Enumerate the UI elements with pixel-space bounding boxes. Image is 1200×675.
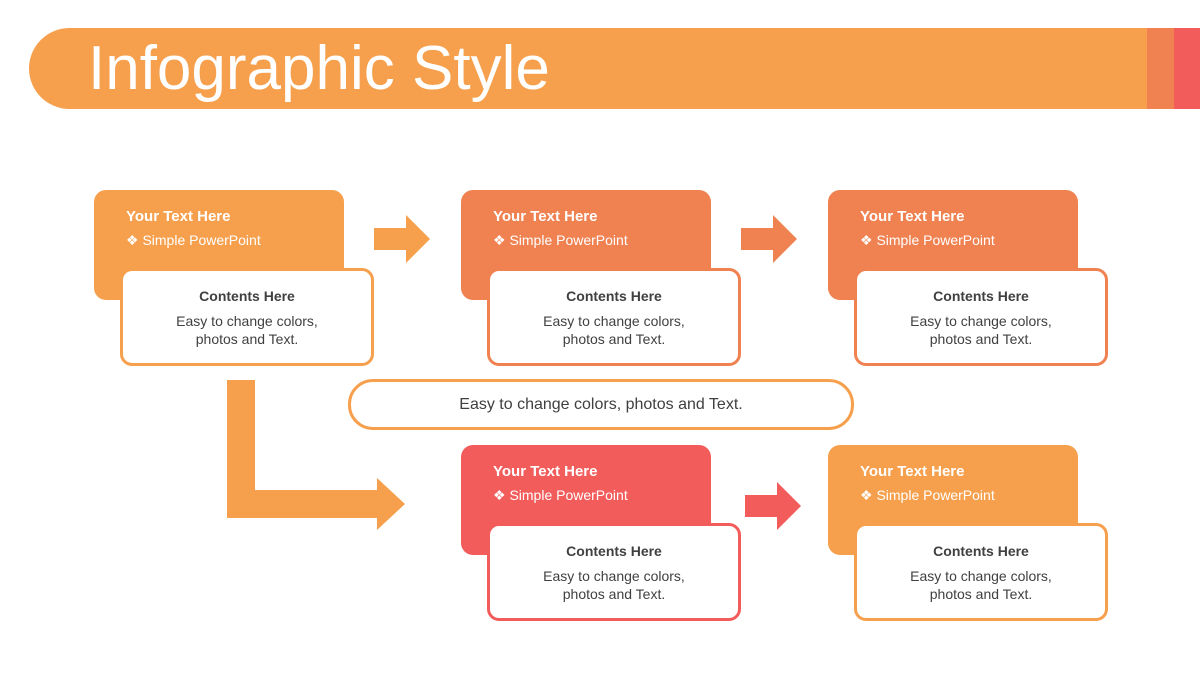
- content-line-2: photos and Text.: [195, 331, 299, 347]
- step-card-subtitle: ❖ Simple PowerPoint: [860, 232, 995, 248]
- center-banner: Easy to change colors, photos and Text.: [348, 379, 854, 430]
- title-accent-stripe-red: [1174, 28, 1200, 109]
- bent-arrow-icon: [227, 380, 405, 530]
- right-arrow-icon: [374, 215, 430, 263]
- right-arrow-icon: [745, 482, 801, 530]
- step-card-5: Your Text Here ❖ Simple PowerPoint Conte…: [828, 445, 1108, 621]
- step-card-subtitle: ❖ Simple PowerPoint: [860, 487, 995, 503]
- content-line-1: Easy to change colors,: [910, 313, 1052, 329]
- step-card-2: Your Text Here ❖ Simple PowerPoint Conte…: [461, 190, 741, 366]
- step-card-content: Contents Here Easy to change colors, phot…: [854, 268, 1108, 366]
- content-line-2: photos and Text.: [562, 586, 666, 602]
- content-text: Easy to change colors, photos and Text.: [877, 312, 1085, 348]
- step-card-content: Contents Here Easy to change colors, phot…: [120, 268, 374, 366]
- content-title: Contents Here: [933, 543, 1029, 559]
- title-accent-stripe: [1147, 28, 1174, 109]
- step-card-4: Your Text Here ❖ Simple PowerPoint Conte…: [461, 445, 741, 621]
- content-text: Easy to change colors, photos and Text.: [143, 312, 351, 348]
- content-line-2: photos and Text.: [929, 331, 1033, 347]
- step-card-subtitle: ❖ Simple PowerPoint: [126, 232, 261, 248]
- content-title: Contents Here: [566, 543, 662, 559]
- step-card-title: Your Text Here: [860, 463, 965, 480]
- content-text: Easy to change colors, photos and Text.: [510, 312, 718, 348]
- step-card-subtitle: ❖ Simple PowerPoint: [493, 487, 628, 503]
- right-arrow-icon: [741, 215, 797, 263]
- step-card-content: Contents Here Easy to change colors, phot…: [487, 268, 741, 366]
- content-line-2: photos and Text.: [562, 331, 666, 347]
- step-card-title: Your Text Here: [126, 208, 231, 225]
- step-card-content: Contents Here Easy to change colors, phot…: [854, 523, 1108, 621]
- content-line-2: photos and Text.: [929, 586, 1033, 602]
- step-card-3: Your Text Here ❖ Simple PowerPoint Conte…: [828, 190, 1108, 366]
- page-title: Infographic Style: [88, 34, 550, 103]
- step-card-1: Your Text Here ❖ Simple PowerPoint Conte…: [94, 190, 374, 366]
- step-card-subtitle: ❖ Simple PowerPoint: [493, 232, 628, 248]
- content-title: Contents Here: [933, 288, 1029, 304]
- content-line-1: Easy to change colors,: [910, 568, 1052, 584]
- title-bar: [29, 28, 1147, 109]
- step-card-content: Contents Here Easy to change colors, phot…: [487, 523, 741, 621]
- content-line-1: Easy to change colors,: [543, 568, 685, 584]
- step-card-title: Your Text Here: [493, 208, 598, 225]
- content-title: Contents Here: [566, 288, 662, 304]
- step-card-title: Your Text Here: [493, 463, 598, 480]
- content-line-1: Easy to change colors,: [543, 313, 685, 329]
- step-card-title: Your Text Here: [860, 208, 965, 225]
- content-text: Easy to change colors, photos and Text.: [510, 567, 718, 603]
- content-line-1: Easy to change colors,: [176, 313, 318, 329]
- content-title: Contents Here: [199, 288, 295, 304]
- content-text: Easy to change colors, photos and Text.: [877, 567, 1085, 603]
